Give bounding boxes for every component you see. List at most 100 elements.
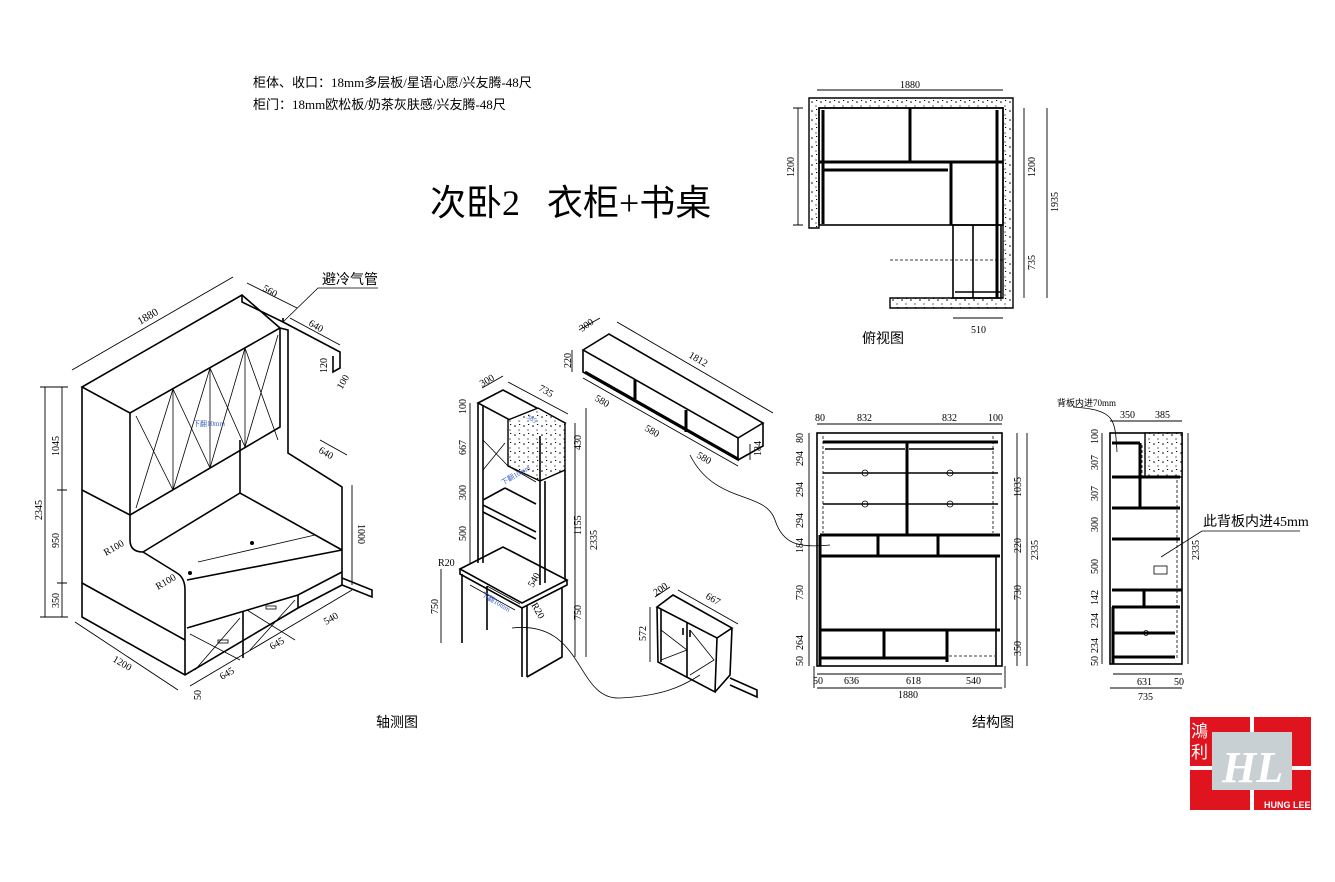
caption-structure: 结构图 [972, 715, 1014, 731]
dim-depth: 1200 [111, 654, 134, 674]
dim-gap: 50 [193, 690, 204, 700]
dim-left: 294 [795, 513, 806, 528]
dim-depth: 1200 [786, 157, 797, 177]
dim-bottom: 636 [844, 676, 859, 687]
dim-left: 294 [795, 482, 806, 497]
dim-height: 1155 [573, 515, 584, 535]
dim-total-height: 2345 [34, 500, 45, 520]
dim-bottom: 50 [813, 676, 823, 687]
caption-axonometric: 轴测图 [376, 715, 418, 731]
radius-label: R100 [102, 538, 126, 558]
dim-segment: 580 [593, 393, 611, 410]
dim-length: 1812 [687, 350, 710, 370]
dim-left: 184 [795, 538, 806, 553]
dim-height: 430 [573, 435, 584, 450]
dim-desk-depth: 735 [1027, 255, 1038, 270]
spec-line-body: 柜体、收口：18mm多层板/星语心愿/兴友腾-48尺 [253, 75, 532, 90]
dim-height: 750 [573, 605, 584, 620]
dim-pipe-length: 640 [307, 318, 325, 335]
logo-initials: HL [1221, 743, 1283, 792]
dim-depth: 200 [651, 581, 670, 599]
dim-upper-height: 1045 [51, 436, 62, 456]
dim-left: 50 [1090, 656, 1101, 666]
dim-width: 1880 [136, 306, 161, 328]
logo-chinese-1: 鴻 [1191, 722, 1208, 741]
dim-left: 264 [795, 635, 806, 650]
dim-top: 350 [1120, 410, 1135, 421]
dim-right: 220 [1013, 538, 1024, 553]
dim-left: 100 [1090, 429, 1101, 444]
dim-left: 500 [1090, 559, 1101, 574]
dim-height: 500 [458, 526, 469, 541]
top-plan-view: 1880 1200 1200 735 1935 510 [786, 80, 1061, 336]
radius-label: R100 [154, 572, 178, 592]
dim-total-width: 1880 [898, 690, 918, 701]
dim-left: 234 [1090, 638, 1101, 653]
dim-left: 307 [1090, 455, 1101, 470]
dim-left: 730 [795, 585, 806, 600]
dim-depth: 300 [478, 373, 496, 390]
dim-left: 307 [1090, 486, 1101, 501]
wall-shelf-axonometric: 300 1812 220 580 580 580 184 [563, 317, 774, 467]
dim-head-height: 1000 [355, 524, 366, 544]
dim-bottom: 618 [906, 676, 921, 687]
dim-low-height: 350 [51, 593, 62, 608]
page-title: 次卧2 衣柜+书桌 [430, 183, 711, 223]
pipe-note: 避冷气管 [322, 272, 378, 288]
dim-bottom: 540 [966, 676, 981, 687]
dim-right: 1035 [1013, 477, 1024, 497]
side-structure-view: 背板内进70mm 350 385 100 307 307 300 500 142… [1057, 397, 1309, 703]
dim-top: 80 [815, 413, 825, 424]
dim-mid-height: 950 [51, 533, 62, 548]
dim-total-height: 2335 [1191, 540, 1202, 560]
dim-segment: 580 [695, 450, 713, 467]
dim-left: 142 [1090, 590, 1101, 605]
logo-english: HUNG LEE [1264, 800, 1311, 810]
desk-bookcase-axonometric: 300 735 100 667 300 500 385 430 1155 750… [430, 373, 600, 678]
dim-right: 350 [1013, 641, 1024, 656]
spec-line-door: 柜门：18mm欧松板/奶茶灰肤感/兴友腾-48尺 [253, 97, 506, 112]
dim-left: 234 [1090, 613, 1101, 628]
dim-depth: 1200 [1027, 157, 1038, 177]
dim-width: 735 [537, 383, 555, 400]
dim-head-length: 640 [317, 445, 335, 462]
bed-wardrobe-axonometric: 1880 560 640 避冷气管 120 100 2345 1045 950 … [34, 272, 378, 700]
dim-left: 294 [795, 451, 806, 466]
back-panel-note: 此背板内进45mm [1203, 514, 1309, 530]
dim-total-width: 735 [1138, 692, 1153, 703]
dim-right: 730 [1013, 585, 1024, 600]
dim-height: 100 [458, 399, 469, 414]
dim-top: 832 [942, 413, 957, 424]
dim-top: 832 [857, 413, 872, 424]
back-panel-note: 背板内进70mm [1057, 397, 1116, 408]
dim-bottom: 631 [1137, 677, 1152, 688]
dim-height: 667 [458, 440, 469, 455]
caption-top-view: 俯视图 [862, 331, 904, 347]
dim-end-height: 184 [753, 441, 764, 456]
leader-line [511, 627, 701, 699]
leader-line [689, 454, 831, 547]
radius-label: R20 [528, 601, 546, 621]
dim-left: 50 [795, 656, 806, 666]
dim-height: 300 [458, 485, 469, 500]
dim-depth: 300 [577, 317, 596, 335]
door-note: 下翻10mm [193, 419, 225, 428]
dim-pipe-width: 100 [335, 373, 352, 391]
spec-notes: 柜体、收口：18mm多层板/星语心愿/兴友腾-48尺 柜门：18mm欧松板/奶茶… [253, 75, 532, 112]
front-structure-view: 80 832 832 100 80 294 294 294 184 730 26… [795, 413, 1041, 701]
dim-width: 1880 [900, 80, 920, 91]
dim-top: 385 [1155, 410, 1170, 421]
dim-total-depth: 1935 [1050, 192, 1061, 212]
dim-desk-width: 510 [971, 325, 986, 336]
hung-lee-logo: 鴻 利 HL HUNG LEE [1190, 717, 1311, 810]
dim-total-height: 2335 [1030, 540, 1041, 560]
logo-chinese-2: 利 [1191, 743, 1208, 762]
dim-top: 100 [988, 413, 1003, 424]
dim-left: 300 [1090, 517, 1101, 532]
dim-desk-height: 750 [430, 599, 441, 614]
radius-label: R20 [438, 558, 455, 569]
wall-cabinet-axonometric: 200 667 572 [638, 581, 758, 699]
dim-segment: 580 [643, 423, 661, 440]
dim-bottom: 50 [1174, 677, 1184, 688]
